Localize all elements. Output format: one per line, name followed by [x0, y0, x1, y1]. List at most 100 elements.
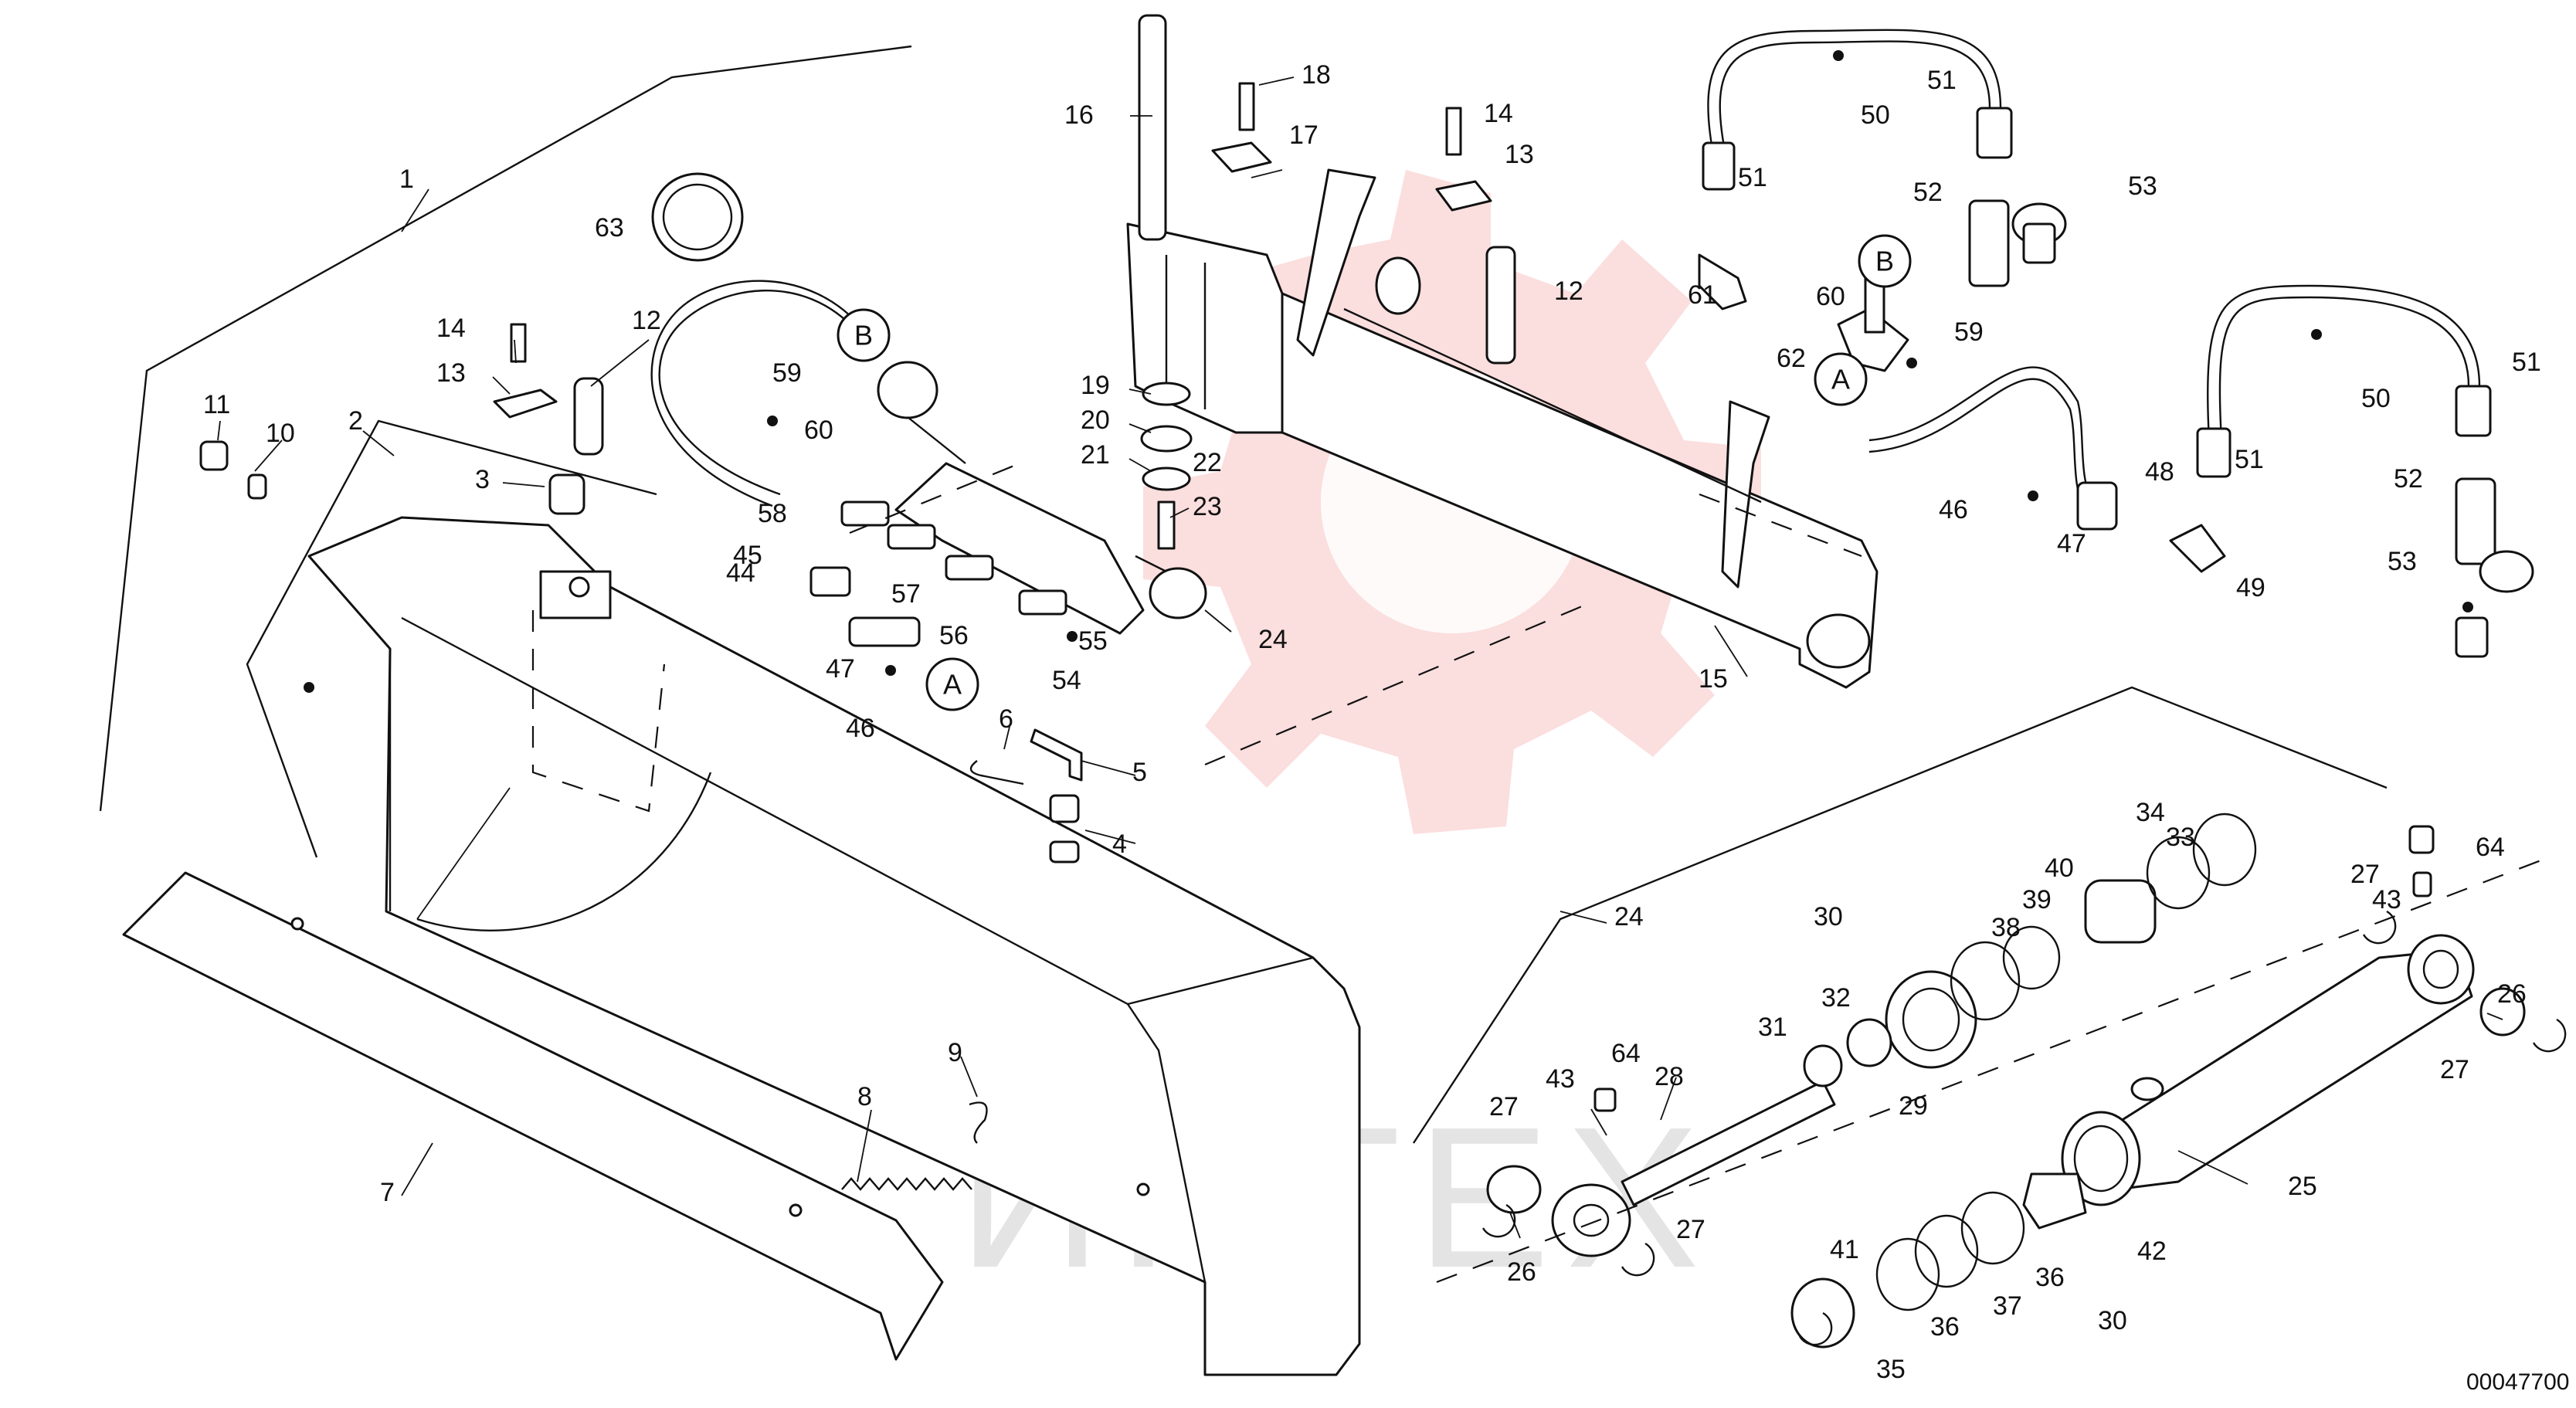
callout: 24: [1258, 625, 1288, 654]
callout: 33: [2166, 823, 2195, 852]
callout: 36: [2035, 1263, 2065, 1292]
callout: 5: [1132, 758, 1147, 787]
callout: 58: [758, 499, 787, 528]
bucket-body: [307, 516, 1361, 1376]
callout: 51: [1927, 66, 1957, 95]
callout: 37: [1993, 1291, 2022, 1321]
cylinder-exploded-view: [1436, 813, 2567, 1349]
callout: 54: [1052, 666, 1081, 695]
connector-B-left: B: [837, 308, 891, 362]
callout: 39: [2022, 885, 2052, 914]
callout: 63: [595, 213, 624, 243]
callout: 17: [1289, 120, 1319, 150]
callout: 53: [2388, 547, 2417, 576]
bucket-assembly: [122, 172, 1361, 1376]
svg-text:B: B: [1875, 246, 1894, 277]
callout: 27: [2350, 860, 2380, 889]
callout: 50: [1861, 100, 1890, 130]
callout: 10: [266, 419, 295, 448]
callout: 40: [2045, 853, 2074, 883]
callout: 13: [1505, 140, 1534, 169]
callout: 14: [436, 314, 466, 343]
callout: 2: [348, 406, 363, 436]
callout: 55: [1078, 626, 1108, 656]
cutting-edge: [122, 871, 944, 1361]
callout: 19: [1081, 371, 1110, 400]
callout: 49: [2236, 573, 2265, 602]
callout: 52: [2394, 464, 2423, 494]
callout: 51: [2512, 348, 2541, 377]
callout: 12: [1554, 277, 1583, 306]
callout: 20: [1081, 405, 1110, 435]
callout: 64: [1611, 1039, 1641, 1068]
callout: 47: [826, 654, 855, 684]
callout: 27: [1676, 1215, 1705, 1244]
callout: 12: [632, 306, 661, 335]
callout: 59: [1954, 317, 1984, 347]
callout: 26: [2497, 979, 2527, 1009]
callout: 52: [1913, 178, 1943, 207]
callout: 6: [999, 704, 1013, 734]
callout: 9: [948, 1038, 962, 1067]
callout: 59: [772, 358, 802, 388]
callout: 27: [1489, 1092, 1519, 1121]
callout: 44: [726, 558, 755, 588]
callout: 31: [1758, 1013, 1787, 1042]
callout: 24: [1614, 902, 1644, 931]
callout: 36: [1930, 1312, 1960, 1342]
svg-text:A: A: [943, 669, 962, 701]
callout: 62: [1777, 344, 1806, 373]
callout: 22: [1193, 448, 1222, 477]
document-number: 00047700: [2466, 1369, 2569, 1395]
callout: 48: [2145, 457, 2174, 487]
callout-labels: 1 2 3 4 5 6 7 8 9 10 11 12 12 13 13 14 1…: [203, 60, 2541, 1384]
callout: 11: [203, 390, 230, 419]
callout: 34: [2136, 798, 2165, 827]
callout: 4: [1112, 830, 1127, 859]
callout: 42: [2137, 1237, 2167, 1266]
callout: 50: [2361, 384, 2391, 413]
callout: 7: [380, 1178, 395, 1207]
callout: 41: [1830, 1235, 1859, 1264]
callout: 16: [1064, 100, 1094, 130]
callout: 14: [1484, 99, 1513, 128]
callout: 57: [891, 579, 921, 609]
callout: 27: [2440, 1055, 2469, 1084]
spring: [841, 1177, 972, 1191]
connector-B-top: B: [1858, 234, 1912, 288]
callout: 35: [1876, 1355, 1906, 1384]
callout: 51: [2235, 445, 2264, 474]
callout: 21: [1081, 440, 1110, 470]
callout: 46: [1939, 495, 1968, 524]
callout: 18: [1302, 60, 1331, 90]
callout: 32: [1821, 983, 1851, 1013]
callout: 29: [1899, 1091, 1928, 1121]
callout: 30: [2098, 1306, 2127, 1335]
callout: 25: [2288, 1172, 2317, 1201]
callout: 13: [436, 358, 466, 388]
callout: 26: [1507, 1257, 1536, 1287]
callout: 46: [846, 714, 875, 743]
callout: 47: [2057, 529, 2086, 558]
callout: 30: [1814, 902, 1843, 931]
callout: 43: [1546, 1064, 1575, 1094]
callout: 1: [399, 165, 414, 194]
callout: 8: [857, 1082, 872, 1111]
callout: 38: [1991, 913, 2021, 942]
callout: 15: [1699, 664, 1728, 694]
callout: 60: [804, 416, 833, 445]
callout: 61: [1688, 280, 1717, 310]
callout: 56: [939, 621, 969, 650]
connector-A-right: A: [1814, 352, 1868, 406]
connector-A-bottom: A: [925, 657, 979, 711]
callout: 28: [1655, 1062, 1684, 1091]
callout: 23: [1193, 492, 1222, 521]
callout: 3: [475, 465, 490, 494]
callout: 51: [1738, 163, 1767, 192]
svg-text:B: B: [854, 320, 873, 351]
callout: 45: [733, 541, 762, 570]
mounting-frame: [1126, 14, 1879, 689]
callout: 43: [2372, 885, 2401, 914]
callout: 64: [2476, 833, 2505, 862]
